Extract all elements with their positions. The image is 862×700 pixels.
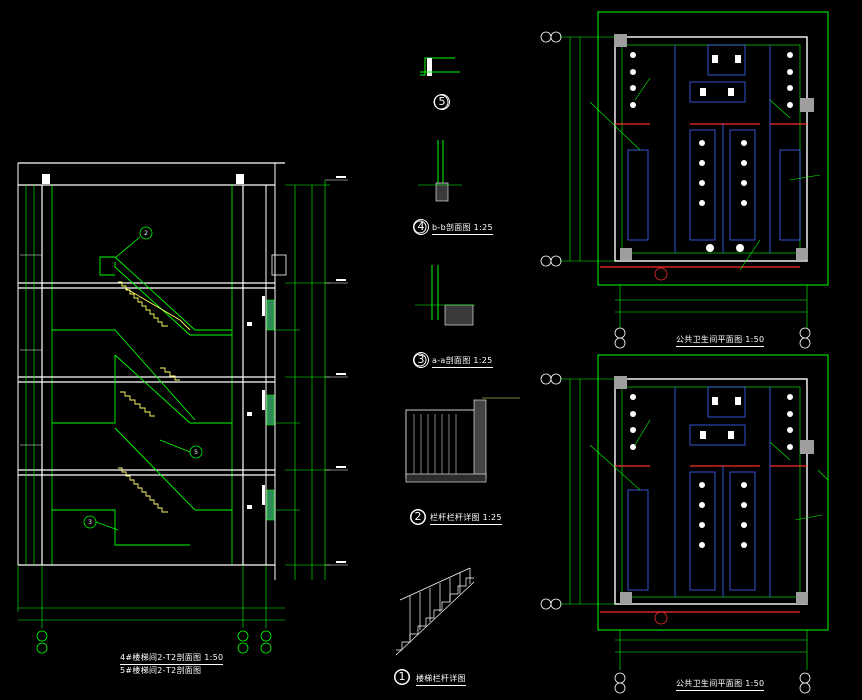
detail-3-drawing [413, 265, 475, 367]
detail-4-drawing [413, 140, 462, 234]
detail-1-number: 1 [394, 669, 410, 685]
detail-3-title: a-a剖面图 1:25 [432, 355, 493, 368]
detail-2-drawing [405, 397, 520, 525]
plan-bottom-title: 公共卫生间平面图 1:50 [676, 678, 765, 691]
detail-1-title: 楼梯栏杆详图 [416, 673, 466, 686]
section-title-1: 4#楼梯间2-T2剖面图 1:50 [120, 652, 224, 665]
detail-4-title: b-b剖面图 1:25 [432, 222, 493, 235]
section-title-2: 5#楼梯间2-T2剖面图 [120, 666, 202, 675]
detail-2-title: 栏杆栏杆详图 1:25 [430, 512, 502, 525]
section-callout-5: 5 [194, 449, 198, 456]
plan-bottom-drawing [540, 354, 829, 694]
section-callout-2: 2 [144, 230, 148, 237]
detail-4-number: 4 [413, 219, 429, 235]
detail-1-drawing [394, 567, 475, 685]
stair-section-drawing: 2 5 3 [17, 162, 348, 654]
detail-2-number: 2 [410, 509, 426, 525]
detail-5-number: 5 [434, 94, 450, 110]
detail-3-number: 3 [413, 352, 429, 368]
plan-top-title: 公共卫生间平面图 1:50 [676, 334, 765, 347]
plan-top-drawing [540, 11, 829, 349]
section-callout-3: 3 [88, 519, 92, 526]
